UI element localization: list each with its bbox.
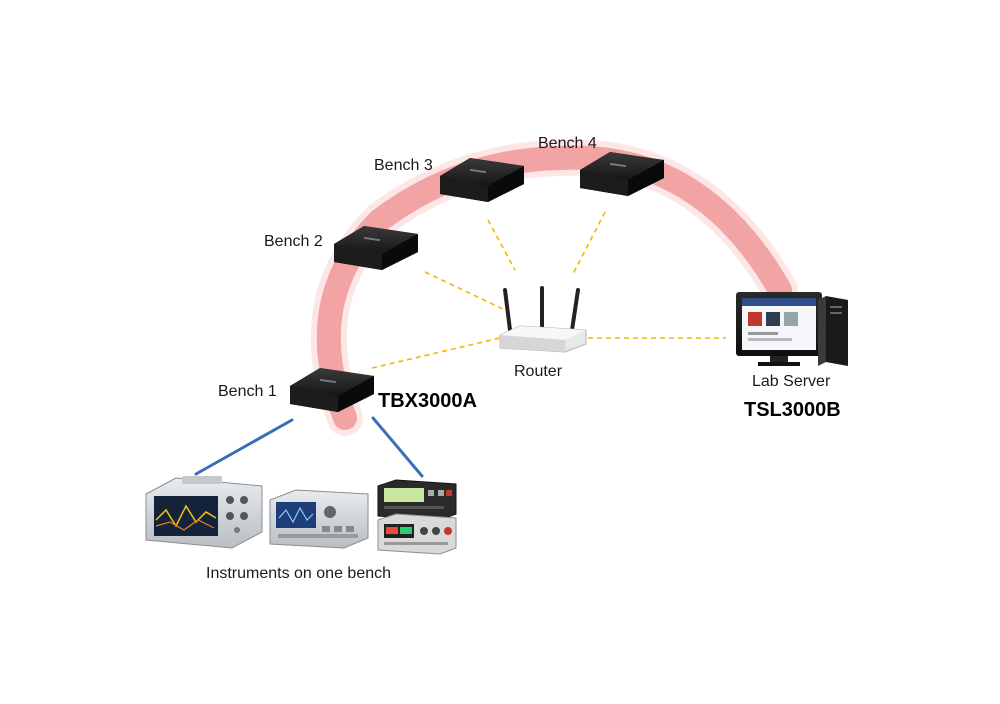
instruments-label: Instruments on one bench [206,565,391,582]
bench-device-1 [290,368,374,412]
lab-server-label: Lab Server [752,373,831,390]
bench-model-label: TBX3000A [378,390,477,412]
lab-server-icon [736,292,848,366]
bench-2-label: Bench 2 [264,233,323,250]
bench-1-label: Bench 1 [218,383,277,400]
oscilloscope-icon [145,476,263,549]
bench-multimeter-icon [377,479,457,521]
router-icon [499,286,587,353]
wireless-links [371,211,726,369]
bench-4-label: Bench 4 [538,135,597,152]
link-bench2-router [424,271,506,311]
bench-device-4 [580,152,664,196]
function-generator-icon [269,489,369,549]
cable-to-oscilloscope [194,418,294,476]
link-bench3-router [487,219,516,271]
bench-3-label: Bench 3 [374,157,433,174]
instrument-cables [194,416,424,478]
bench-device-3 [440,158,524,202]
link-bench4-router [571,211,606,277]
router-label: Router [514,363,563,380]
server-model-label: TSL3000B [744,399,841,421]
link-bench1-router [371,337,501,369]
bench-device-2 [334,226,418,270]
power-supply-icon [377,513,457,555]
cable-to-multimeter [371,416,424,478]
